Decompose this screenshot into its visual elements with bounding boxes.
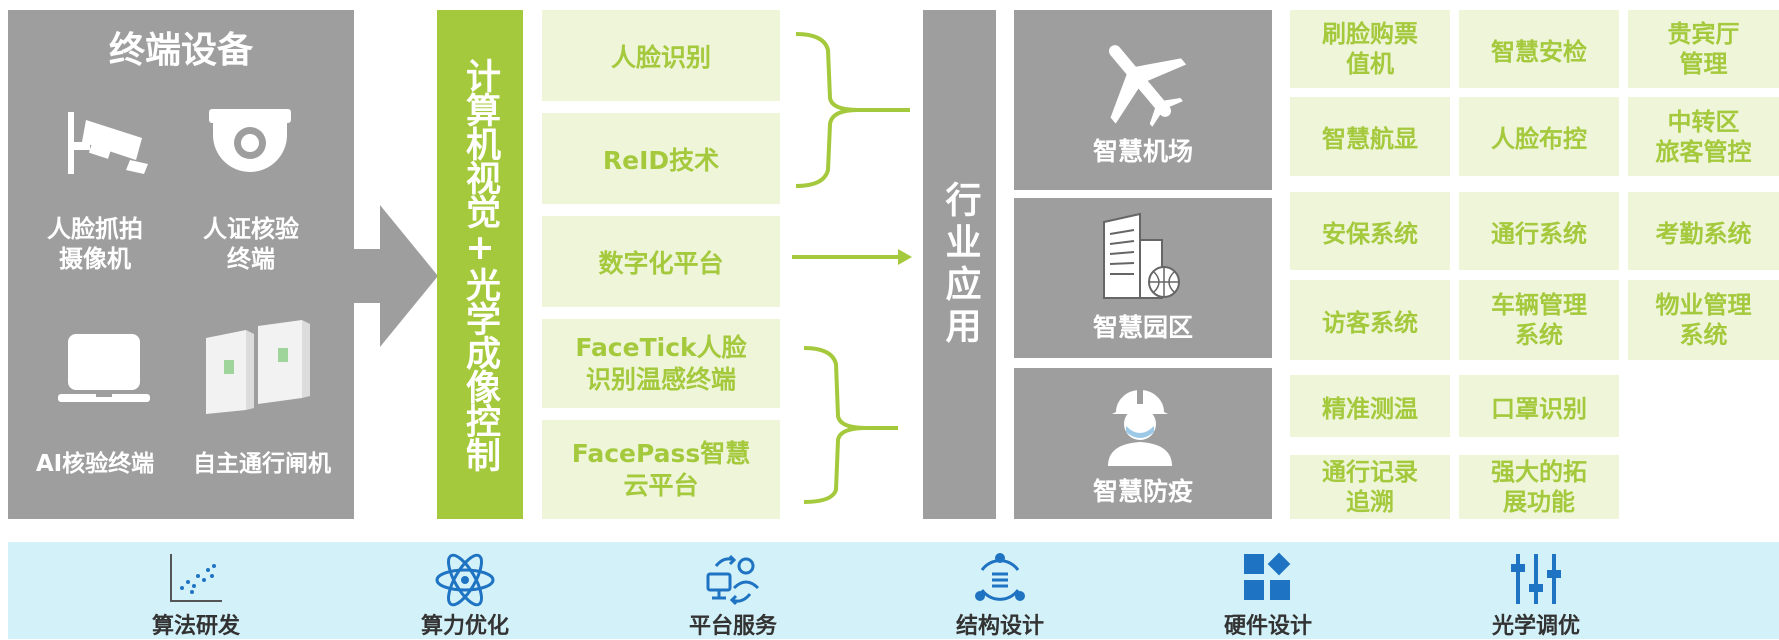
core-technology-bar: 计算机视觉+光学成像控制	[437, 10, 523, 519]
tech-facepass-cloud: FacePass智慧 云平台	[542, 420, 780, 519]
device-label-gate: 自主通行闸机	[193, 451, 331, 477]
feature-vip-lounge: 贵宾厅 管理	[1628, 10, 1779, 88]
device-label-id-terminal: 人证核验 终端	[203, 215, 299, 273]
feature-vehicle-management: 车辆管理 系统	[1459, 280, 1619, 360]
office-building-icon	[1103, 212, 1180, 299]
cctv-camera-icon	[68, 112, 148, 174]
feature-access-system: 通行系统	[1459, 192, 1619, 270]
scenario-label-epidemic: 智慧防疫	[1092, 477, 1193, 506]
atom-icon	[435, 553, 495, 607]
feature-face-ticket: 刷脸购票 值机	[1290, 10, 1450, 88]
service-label-optical: 光学调优	[1491, 614, 1580, 639]
feature-access-record-trace: 通行记录 追溯	[1290, 455, 1450, 519]
scatter-plot-icon	[170, 554, 222, 602]
scenario-label-airport: 智慧机场	[1092, 137, 1193, 166]
tech-reid: ReID技术	[542, 113, 780, 204]
feature-precise-temperature: 精准测温	[1290, 375, 1450, 437]
feature-face-surveillance: 人脸布控	[1459, 97, 1619, 176]
service-label-compute: 算力优化	[420, 614, 509, 639]
feature-smart-security-check: 智慧安检	[1459, 10, 1619, 88]
feature-visitor-system: 访客系统	[1290, 280, 1450, 360]
flow-arrow	[354, 205, 438, 347]
feature-flight-display: 智慧航显	[1290, 97, 1450, 176]
feature-property-management: 物业管理 系统	[1628, 280, 1779, 360]
feature-mask-recognition: 口罩识别	[1459, 375, 1619, 437]
feature-powerful-extension: 强大的拓 展功能	[1459, 455, 1619, 519]
service-label-hardware: 硬件设计	[1223, 614, 1312, 639]
device-label-face-camera: 人脸抓拍 摄像机	[47, 215, 143, 273]
terminal-title: 终端设备	[108, 30, 253, 71]
industry-application-bar: 行业应用	[923, 10, 996, 519]
tech-facetick-terminal: FaceTick人脸 识别温感终端	[542, 319, 780, 408]
feature-attendance-system: 考勤系统	[1628, 192, 1779, 270]
terminal-panel	[8, 10, 354, 519]
tech-digital-platform: 数字化平台	[542, 216, 780, 307]
platform-sync-icon	[706, 554, 760, 606]
feature-security-system: 安保系统	[1290, 192, 1450, 270]
structure-icon	[975, 553, 1025, 601]
industry-application-label: 行业应用	[939, 180, 981, 349]
sliders-icon	[1511, 554, 1561, 604]
scenario-label-park: 智慧园区	[1092, 313, 1193, 342]
dome-camera-icon	[209, 109, 291, 172]
device-label-ai-terminal: AI核验终端	[35, 451, 155, 477]
scenario-smart-airport	[1014, 10, 1272, 190]
core-technology-label: 计算机视觉+光学成像控制	[460, 58, 500, 471]
service-label-platform: 平台服务	[688, 614, 777, 639]
feature-transfer-control: 中转区 旅客管控	[1628, 97, 1779, 176]
connector-braces	[792, 32, 912, 504]
airplane-icon	[1108, 45, 1187, 127]
blocks-icon	[1244, 552, 1291, 600]
service-label-structure: 结构设计	[955, 614, 1044, 639]
turnstile-gate-icon	[206, 320, 310, 414]
masked-worker-icon	[1108, 390, 1172, 466]
laptop-icon	[58, 334, 150, 402]
services-strip	[8, 542, 1779, 639]
service-label-algorithm: 算法研发	[151, 614, 240, 639]
tech-face-recognition: 人脸识别	[542, 10, 780, 101]
